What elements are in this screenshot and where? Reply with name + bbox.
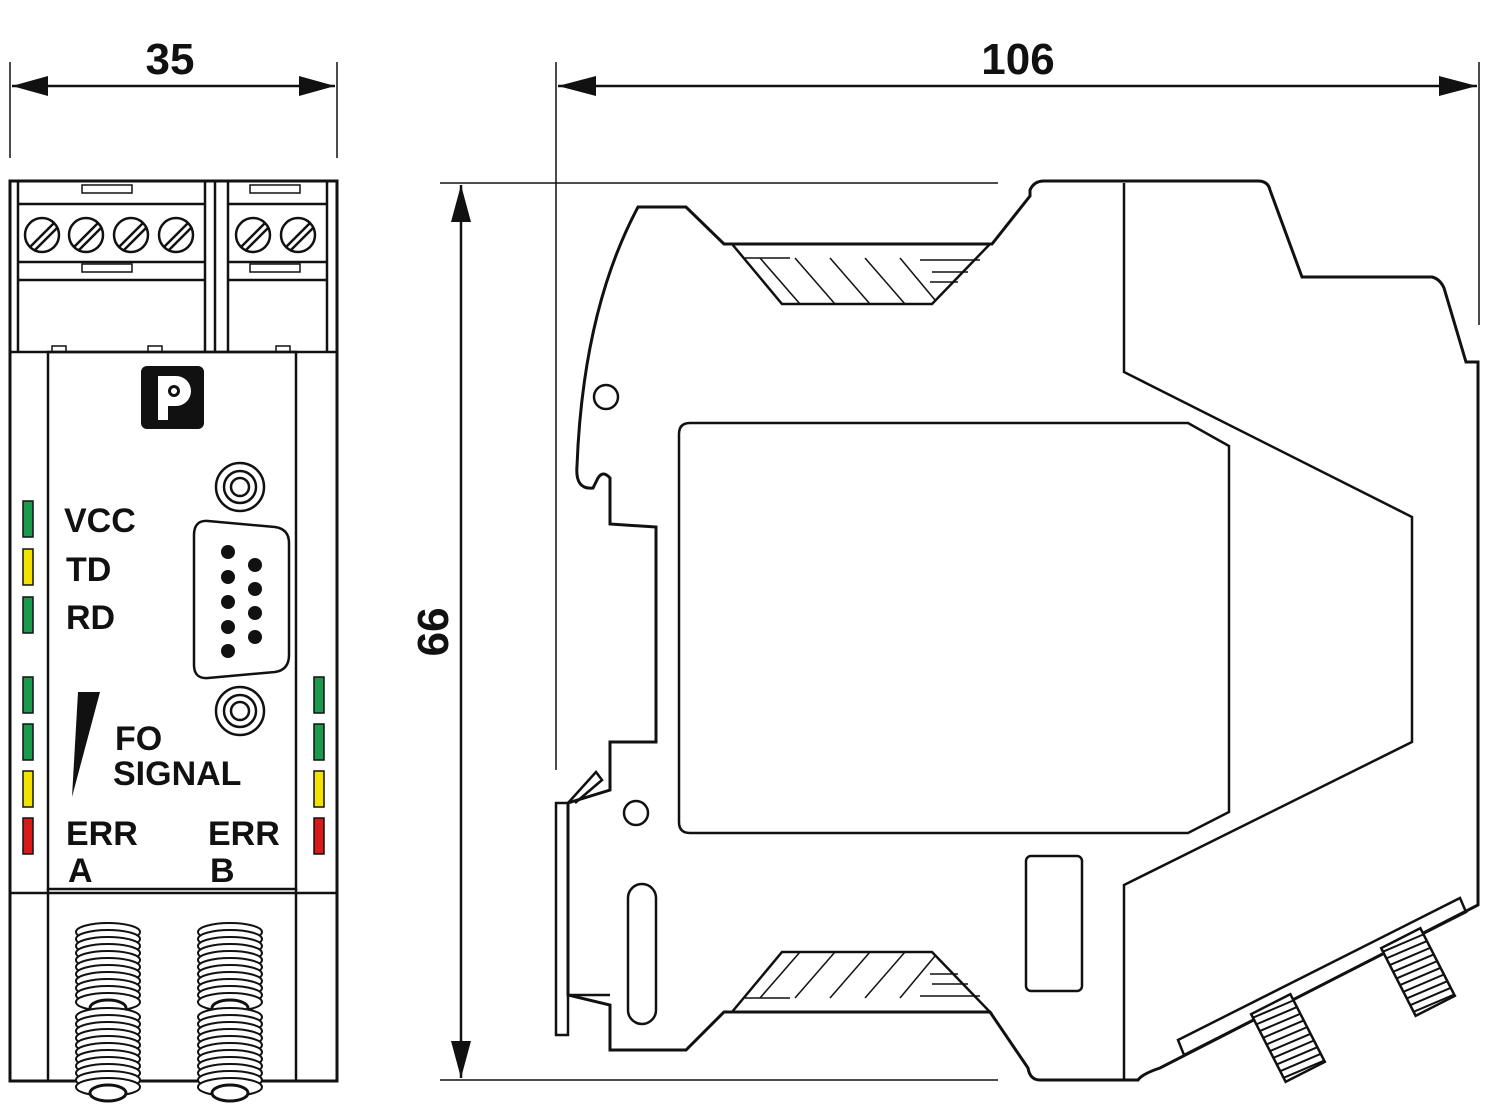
led-td-label: TD: [66, 551, 111, 589]
dimension-width: 35: [9, 35, 338, 158]
vent-top: [729, 242, 993, 306]
err-b-label-2: B: [210, 852, 235, 890]
led-td: TD: [22, 548, 111, 589]
signal-strength-icon: [72, 692, 100, 797]
fo-label: FO: [115, 720, 162, 758]
dimension-height: 99: [408, 182, 998, 1081]
vent-bottom: [729, 950, 993, 1014]
dimension-depth-value: 106: [981, 35, 1054, 84]
fiber-optic-connector-icon: [75, 922, 263, 1103]
fo-leds-left: [22, 676, 34, 855]
dimension-depth: 106: [555, 35, 1480, 770]
led-rd-label: RD: [66, 599, 115, 637]
dimension-width-value: 35: [146, 35, 195, 84]
screw-terminal-icon: [23, 216, 317, 254]
err-a-label-2: A: [68, 852, 93, 890]
led-vcc: VCC: [22, 500, 136, 540]
phoenix-contact-logo-icon: [141, 366, 204, 429]
db9-connector-icon: [192, 461, 291, 737]
fiber-optic-connector-side-icon: [1249, 926, 1457, 1084]
led-rd: RD: [22, 596, 115, 637]
connector-bore: [210, 1083, 250, 1103]
side-view: [554, 179, 1480, 1084]
err-a-label-1: ERR: [66, 815, 138, 853]
connector-bore: [88, 1083, 128, 1103]
dimension-height-value: 99: [408, 608, 457, 657]
fo-leds-right: [313, 676, 325, 855]
threaded-connector: [1379, 926, 1457, 1018]
signal-label: SIGNAL: [113, 755, 241, 793]
led-vcc-label: VCC: [64, 502, 136, 540]
front-view: VCC TD RD FO SIGNAL ERR A ERR: [8, 179, 339, 1103]
err-b-label-1: ERR: [208, 815, 280, 853]
threaded-connector: [1249, 992, 1327, 1084]
